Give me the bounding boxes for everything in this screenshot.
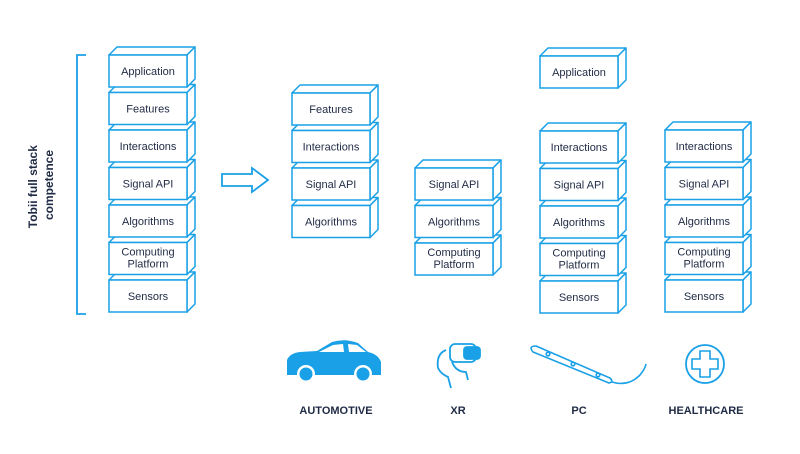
layer-box-xr-signal-api: [414, 159, 502, 201]
layer-label-pc-signal-api: Signal API: [554, 180, 605, 192]
layer-box-healthcare-interactions: [664, 121, 752, 163]
layer-label-healthcare-sensors: Sensors: [684, 291, 725, 303]
layer-label-pc-application: Application: [552, 67, 606, 79]
layer-label-full-stack-signal-api: Signal API: [123, 179, 174, 191]
layer-label-pc-algorithms: Algorithms: [553, 217, 605, 229]
layer-label-automotive-algorithms: Algorithms: [305, 217, 357, 229]
layer-label-healthcare-interactions: Interactions: [676, 141, 733, 153]
layer-box-pc-interactions: [539, 122, 627, 164]
medical-cross-icon: [685, 344, 725, 384]
side-label-line-2: competence: [42, 150, 56, 220]
layer-label-full-stack-application: Application: [121, 66, 175, 78]
layer-label-full-stack-algorithms: Algorithms: [122, 216, 174, 228]
layer-boxes: [108, 46, 752, 314]
layer-label-xr-signal-api: Signal API: [429, 179, 480, 191]
layer-box-xr-computing-platform: [414, 234, 502, 276]
layer-box-full-stack-application: [108, 46, 196, 88]
layer-box-pc-sensors: [539, 272, 627, 314]
layer-box-xr-algorithms: [414, 196, 502, 239]
layer-label-pc-sensors: Sensors: [559, 292, 600, 304]
car-icon: [287, 340, 381, 383]
layer-label-automotive-interactions: Interactions: [303, 142, 360, 154]
category-label-pc: PC: [571, 405, 586, 417]
category-label-automotive: AUTOMOTIVE: [299, 405, 372, 417]
layer-box-pc-algorithms: [539, 197, 627, 239]
category-label-healthcare: HEALTHCARE: [669, 405, 744, 417]
side-label-line-1: Tobii full stack: [26, 145, 40, 228]
eye-tracker-bar-icon: [530, 345, 647, 385]
layer-label-full-stack-interactions: Interactions: [120, 141, 177, 153]
layer-label-healthcare-signal-api: Signal API: [679, 179, 730, 191]
layer-label-full-stack-sensors: Sensors: [128, 291, 169, 303]
layer-box-pc-computing-platform: [539, 234, 627, 277]
layer-label-pc-interactions: Interactions: [551, 142, 608, 154]
arrow-icon: [221, 166, 270, 194]
layer-label-xr-algorithms: Algorithms: [428, 217, 480, 229]
layer-box-full-stack-features: [108, 83, 196, 126]
layer-label-automotive-signal-api: Signal API: [306, 179, 357, 191]
layer-label-full-stack-features: Features: [126, 104, 170, 116]
category-label-xr: XR: [450, 405, 465, 417]
layer-label-healthcare-algorithms: Algorithms: [678, 216, 730, 228]
vr-headset-icon: [436, 343, 481, 389]
full-stack-bracket: [76, 54, 86, 315]
layer-box-automotive-features: [291, 84, 379, 126]
layer-label-automotive-features: Features: [309, 104, 353, 116]
side-label: Tobii full stack competence: [26, 142, 56, 228]
layer-box-pc-application: [539, 47, 627, 89]
